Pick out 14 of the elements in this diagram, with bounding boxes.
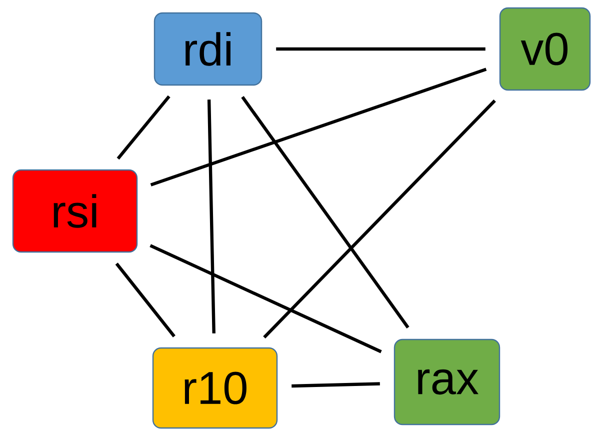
register-box: v0: [499, 7, 591, 91]
line: [263, 100, 496, 338]
line: [292, 382, 380, 388]
line: [115, 262, 176, 338]
register-box: rsi: [12, 169, 138, 253]
line: [207, 100, 216, 334]
line: [116, 95, 170, 160]
line: [150, 68, 487, 186]
line: [276, 47, 486, 51]
register-box: rdi: [154, 12, 262, 86]
line: [150, 244, 382, 354]
line: [241, 96, 410, 328]
register-box: r10: [152, 347, 278, 429]
register-box: rax: [394, 338, 500, 426]
